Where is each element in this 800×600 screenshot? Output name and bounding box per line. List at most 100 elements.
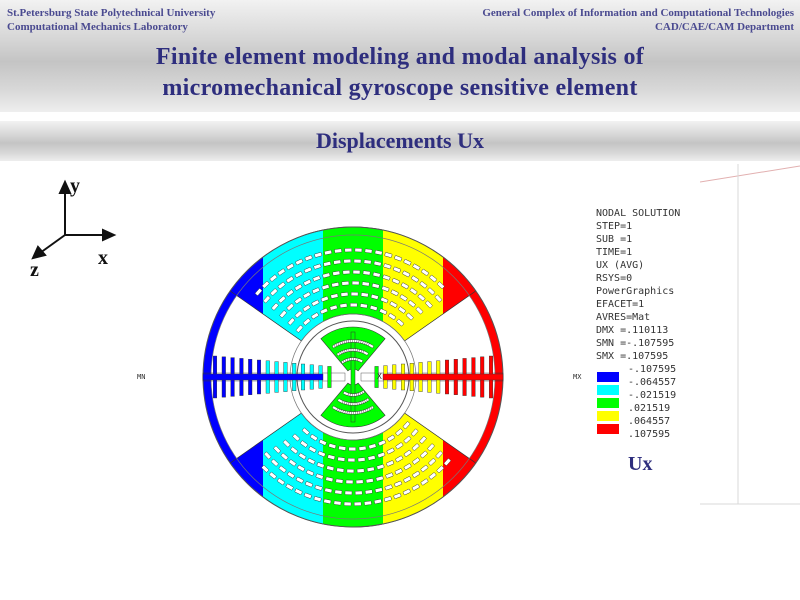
info-line: EFACET=1 xyxy=(596,299,644,310)
perforation-slot xyxy=(403,463,412,471)
perforation-slot xyxy=(261,281,270,289)
perforation-slot xyxy=(357,457,366,462)
perforation-slot xyxy=(421,268,429,276)
perforation-slot xyxy=(340,292,349,297)
perforation-slot xyxy=(376,464,385,470)
perforation-slot xyxy=(312,275,321,282)
perforation-slot xyxy=(314,484,323,491)
perforation-slot xyxy=(269,471,277,480)
perforation-slot xyxy=(323,498,332,504)
perforation-slot xyxy=(292,433,300,442)
perforation-slot xyxy=(324,249,332,256)
title-line-1: Finite element modeling and modal analys… xyxy=(155,44,645,70)
comb-beam xyxy=(382,373,504,381)
perforation-slot xyxy=(360,292,369,298)
comb-beam xyxy=(202,373,324,381)
perforation-slot xyxy=(294,297,303,305)
perforation-slot xyxy=(348,446,357,452)
perforation-slot xyxy=(393,266,401,273)
perforation-slot xyxy=(286,303,295,311)
perforation-slot xyxy=(383,496,392,502)
perforation-slot xyxy=(395,442,404,450)
coordinate-axes-icon: y x z xyxy=(30,175,117,281)
perforation-slot xyxy=(417,293,426,302)
perforation-slot xyxy=(384,252,393,258)
perforation-slot xyxy=(379,308,388,315)
perforation-slot xyxy=(419,281,428,289)
perforation-slot xyxy=(303,318,311,326)
perforation-slot xyxy=(269,274,278,282)
perforation-slot xyxy=(294,488,303,495)
perforation-slot xyxy=(374,498,382,505)
axis-z-label: z xyxy=(30,259,39,281)
perforation-slot xyxy=(386,460,395,467)
perforation-slot xyxy=(285,483,294,491)
perforation-slot xyxy=(419,436,427,444)
perforation-slot xyxy=(412,263,421,271)
perforation-slot xyxy=(295,258,304,266)
legend-swatch xyxy=(597,372,619,382)
perforation-slot xyxy=(327,454,336,460)
perforation-slot xyxy=(304,255,313,261)
perforation-slot xyxy=(311,312,319,320)
max-marker: MX xyxy=(573,373,582,381)
comb-electrodes xyxy=(202,355,504,399)
perforation-slot xyxy=(280,452,289,461)
perforation-slot xyxy=(329,304,338,311)
info-line: UX (AVG) xyxy=(596,260,644,271)
perforation-slot xyxy=(372,272,381,278)
min-marker: MN xyxy=(137,373,145,381)
legend-level: .064557 xyxy=(628,416,670,427)
perforation-slot xyxy=(412,471,420,478)
perforation-slot xyxy=(344,490,353,496)
perforation-slot xyxy=(334,248,342,254)
perforation-slot xyxy=(351,280,360,286)
perforation-slot xyxy=(308,446,317,453)
anchor-slot xyxy=(367,343,375,349)
legend-swatch xyxy=(597,398,619,408)
perforation-slot xyxy=(359,303,368,309)
perforation-slot xyxy=(287,471,295,479)
perforation-slot xyxy=(370,294,379,300)
perforation-slot xyxy=(305,481,313,488)
perforation-slot xyxy=(443,458,452,466)
perforation-slot xyxy=(380,297,389,304)
perforation-slot xyxy=(395,455,404,463)
perforation-slot xyxy=(347,457,356,463)
perforation-slot xyxy=(403,449,412,457)
perforation-slot xyxy=(398,306,406,314)
perforation-slot xyxy=(326,465,335,471)
page-title: Finite element modeling and modal analys… xyxy=(0,42,800,104)
perforation-slot xyxy=(271,459,279,467)
info-line: SMX =.107595 xyxy=(596,351,668,362)
perforation-slot xyxy=(411,484,420,491)
perforation-slot xyxy=(335,478,344,484)
info-line: DMX =.110113 xyxy=(596,325,668,336)
perforation-slot xyxy=(287,317,295,326)
perforation-slot xyxy=(313,263,322,270)
perforation-slot xyxy=(341,281,350,286)
info-line: PowerGraphics xyxy=(596,286,674,297)
perforation-slot xyxy=(402,421,411,429)
perforation-slot xyxy=(406,312,414,321)
perforation-slot xyxy=(350,291,359,297)
perforation-slot xyxy=(345,479,354,484)
perforation-slot xyxy=(349,302,358,308)
perforation-slot xyxy=(322,272,331,279)
perforation-slot xyxy=(333,500,342,506)
perforation-slot xyxy=(435,450,443,459)
lab-name: Computational Mechanics Laboratory xyxy=(7,21,188,33)
title-band xyxy=(0,0,800,112)
perforation-slot xyxy=(382,274,391,281)
perforation-slot xyxy=(311,287,320,294)
perforation-slot xyxy=(286,289,294,297)
perforation-slot xyxy=(420,478,429,486)
perforation-slot xyxy=(263,295,271,304)
info-line: RSYS=0 xyxy=(596,273,632,284)
perforation-slot xyxy=(361,281,370,287)
legend-level: .107595 xyxy=(628,429,670,440)
perforation-slot xyxy=(352,270,361,275)
perforation-slot xyxy=(388,313,396,320)
perforation-slot xyxy=(277,268,286,276)
perforation-slot xyxy=(427,287,435,295)
